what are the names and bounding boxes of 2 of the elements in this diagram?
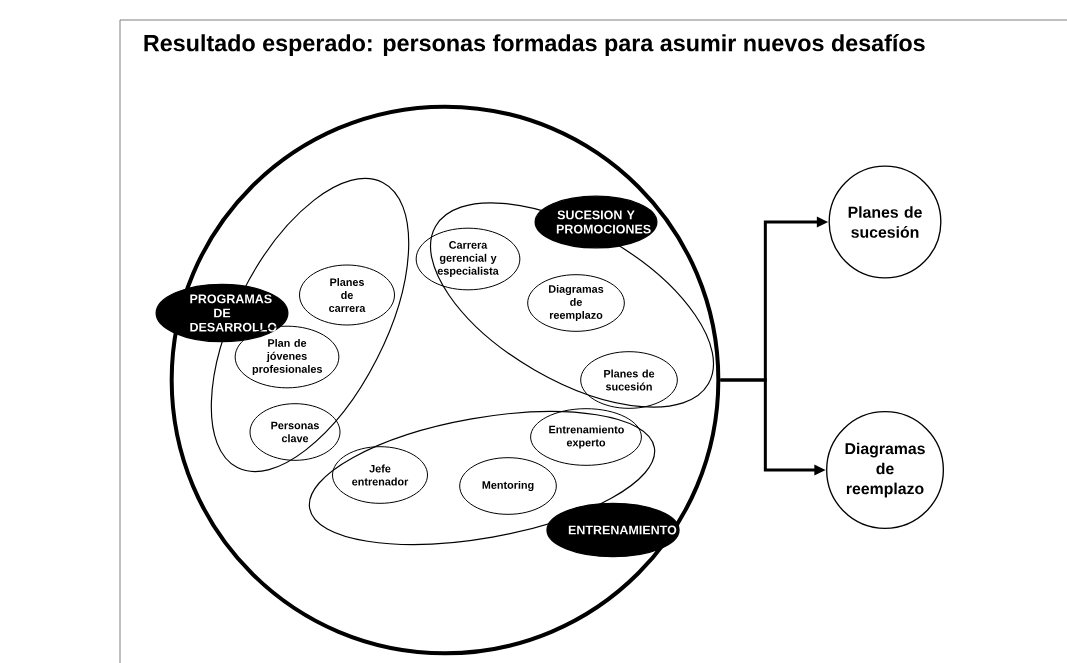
large-circle	[169, 104, 721, 656]
diagram-title: Resultado esperado: personas formadas para asumir nuevos desafíos	[144, 34, 925, 56]
